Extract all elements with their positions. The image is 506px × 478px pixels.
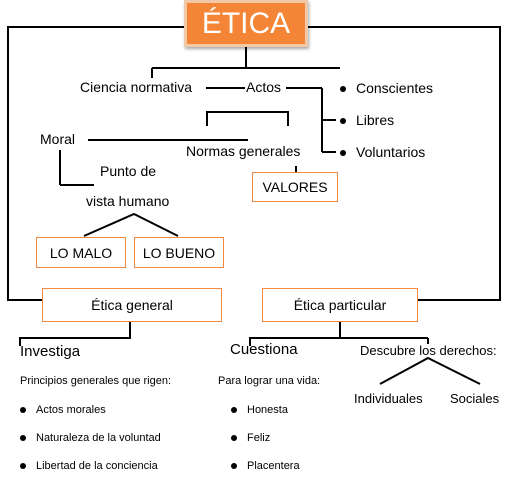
descubre-label: Descubre los derechos: xyxy=(360,343,497,358)
lo-bueno-label: LO BUENO xyxy=(142,244,216,261)
item-naturaleza: Naturaleza de la voluntad xyxy=(36,432,161,444)
item-actos-morales: Actos morales xyxy=(36,404,106,416)
lo-malo-box: LO MALO xyxy=(36,237,126,268)
individuales-label: Individuales xyxy=(354,391,423,406)
actos-label: Actos xyxy=(246,79,282,95)
bullet-libres: Libres xyxy=(356,112,395,128)
bullet-dot xyxy=(340,86,346,92)
bullet-dot xyxy=(20,463,26,469)
bullet-conscientes: Conscientes xyxy=(356,80,434,96)
valores-label: VALORES xyxy=(262,179,328,195)
frame-left-line xyxy=(7,26,184,301)
bullet-dot xyxy=(20,407,26,413)
para-lograr-label: Para lograr una vida: xyxy=(218,375,321,387)
general-branch-line xyxy=(19,322,131,346)
punto-de-label: Punto de xyxy=(100,163,157,179)
vista-branch-line xyxy=(83,212,179,237)
item-honesta: Honesta xyxy=(247,404,288,416)
moral-label: Moral xyxy=(40,131,76,147)
lo-malo-label: LO MALO xyxy=(49,244,113,261)
normas-generales-label: Normas generales xyxy=(186,143,301,159)
item-placentera: Placentera xyxy=(247,460,300,472)
descubre-branch-line xyxy=(379,356,481,385)
principios-label: Principios generales que rigen: xyxy=(20,375,172,387)
bullet-dot xyxy=(20,435,26,441)
bullet-dot xyxy=(340,150,346,156)
investiga-label: Investiga xyxy=(20,343,81,360)
title-box: ÉTICA xyxy=(184,0,308,47)
ciencia-normativa-label: Ciencia normativa xyxy=(80,79,193,95)
title-text: ÉTICA xyxy=(201,6,291,40)
etica-general-label: Ética general xyxy=(91,297,173,313)
sociales-label: Sociales xyxy=(450,391,500,406)
frame-right-line xyxy=(308,26,501,301)
bullet-voluntarios: Voluntarios xyxy=(356,144,426,160)
etica-general-box: Ética general xyxy=(42,288,222,322)
valores-box: VALORES xyxy=(252,172,338,202)
particular-branch-line xyxy=(249,322,341,346)
bullet-dot xyxy=(340,118,346,124)
bullet-dot xyxy=(231,435,237,441)
vista-humano-label: vista humano xyxy=(86,193,170,209)
branch-down-line xyxy=(206,111,289,126)
item-feliz: Feliz xyxy=(247,432,271,444)
item-libertad: Libertad de la conciencia xyxy=(36,460,158,472)
bullet-dot xyxy=(231,463,237,469)
etica-particular-box: Ética particular xyxy=(262,288,418,322)
etica-particular-label: Ética particular xyxy=(293,297,387,313)
cuestiona-label: Cuestiona xyxy=(230,341,298,358)
bullet-dot xyxy=(231,407,237,413)
lo-bueno-box: LO BUENO xyxy=(134,237,224,268)
